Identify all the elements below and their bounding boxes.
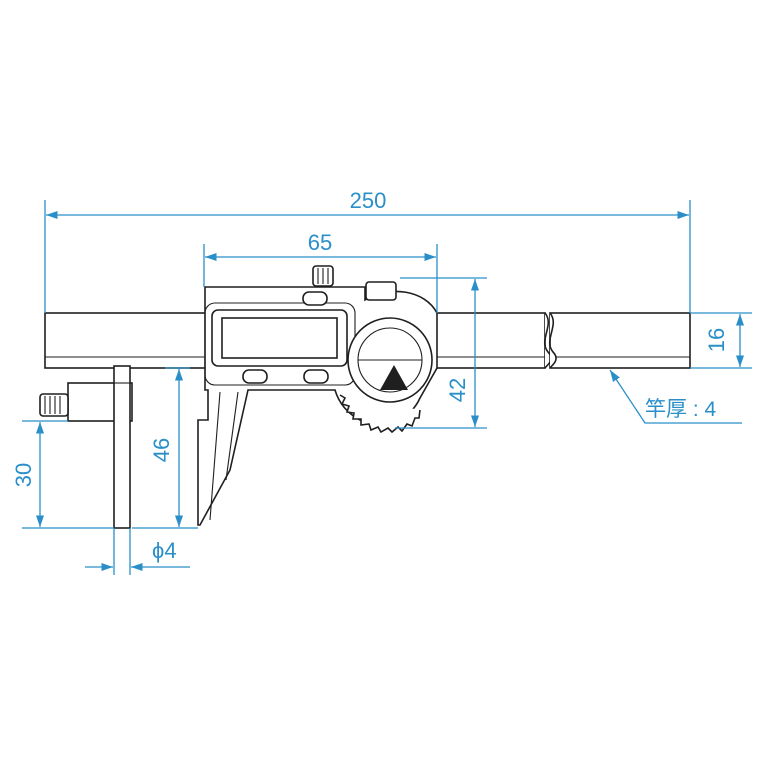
label-46: 46 (149, 438, 174, 462)
button-left (242, 369, 268, 384)
label-65: 65 (308, 230, 332, 255)
dimension-lines (22, 200, 752, 575)
thickness-leader (609, 369, 742, 424)
wheel-triangle (380, 365, 408, 390)
pin-screw (39, 393, 69, 417)
beam-right (549, 312, 691, 369)
label-beam-thickness: 竿厚 : 4 (645, 398, 717, 421)
top-clip (365, 281, 397, 301)
label-phi4: ϕ4 (152, 538, 177, 563)
measuring-pin (113, 365, 131, 529)
button-right (303, 369, 329, 384)
lcd-screen (221, 317, 338, 359)
dimension-labels: 250 65 16 42 46 30 ϕ4 竿厚 : 4 (11, 188, 729, 563)
button-top (302, 291, 328, 306)
roller-teeth (339, 394, 421, 434)
label-16: 16 (704, 328, 729, 352)
label-30: 30 (11, 463, 36, 487)
label-42: 42 (445, 378, 470, 402)
caliper-body (39, 265, 691, 529)
label-250: 250 (350, 188, 387, 213)
